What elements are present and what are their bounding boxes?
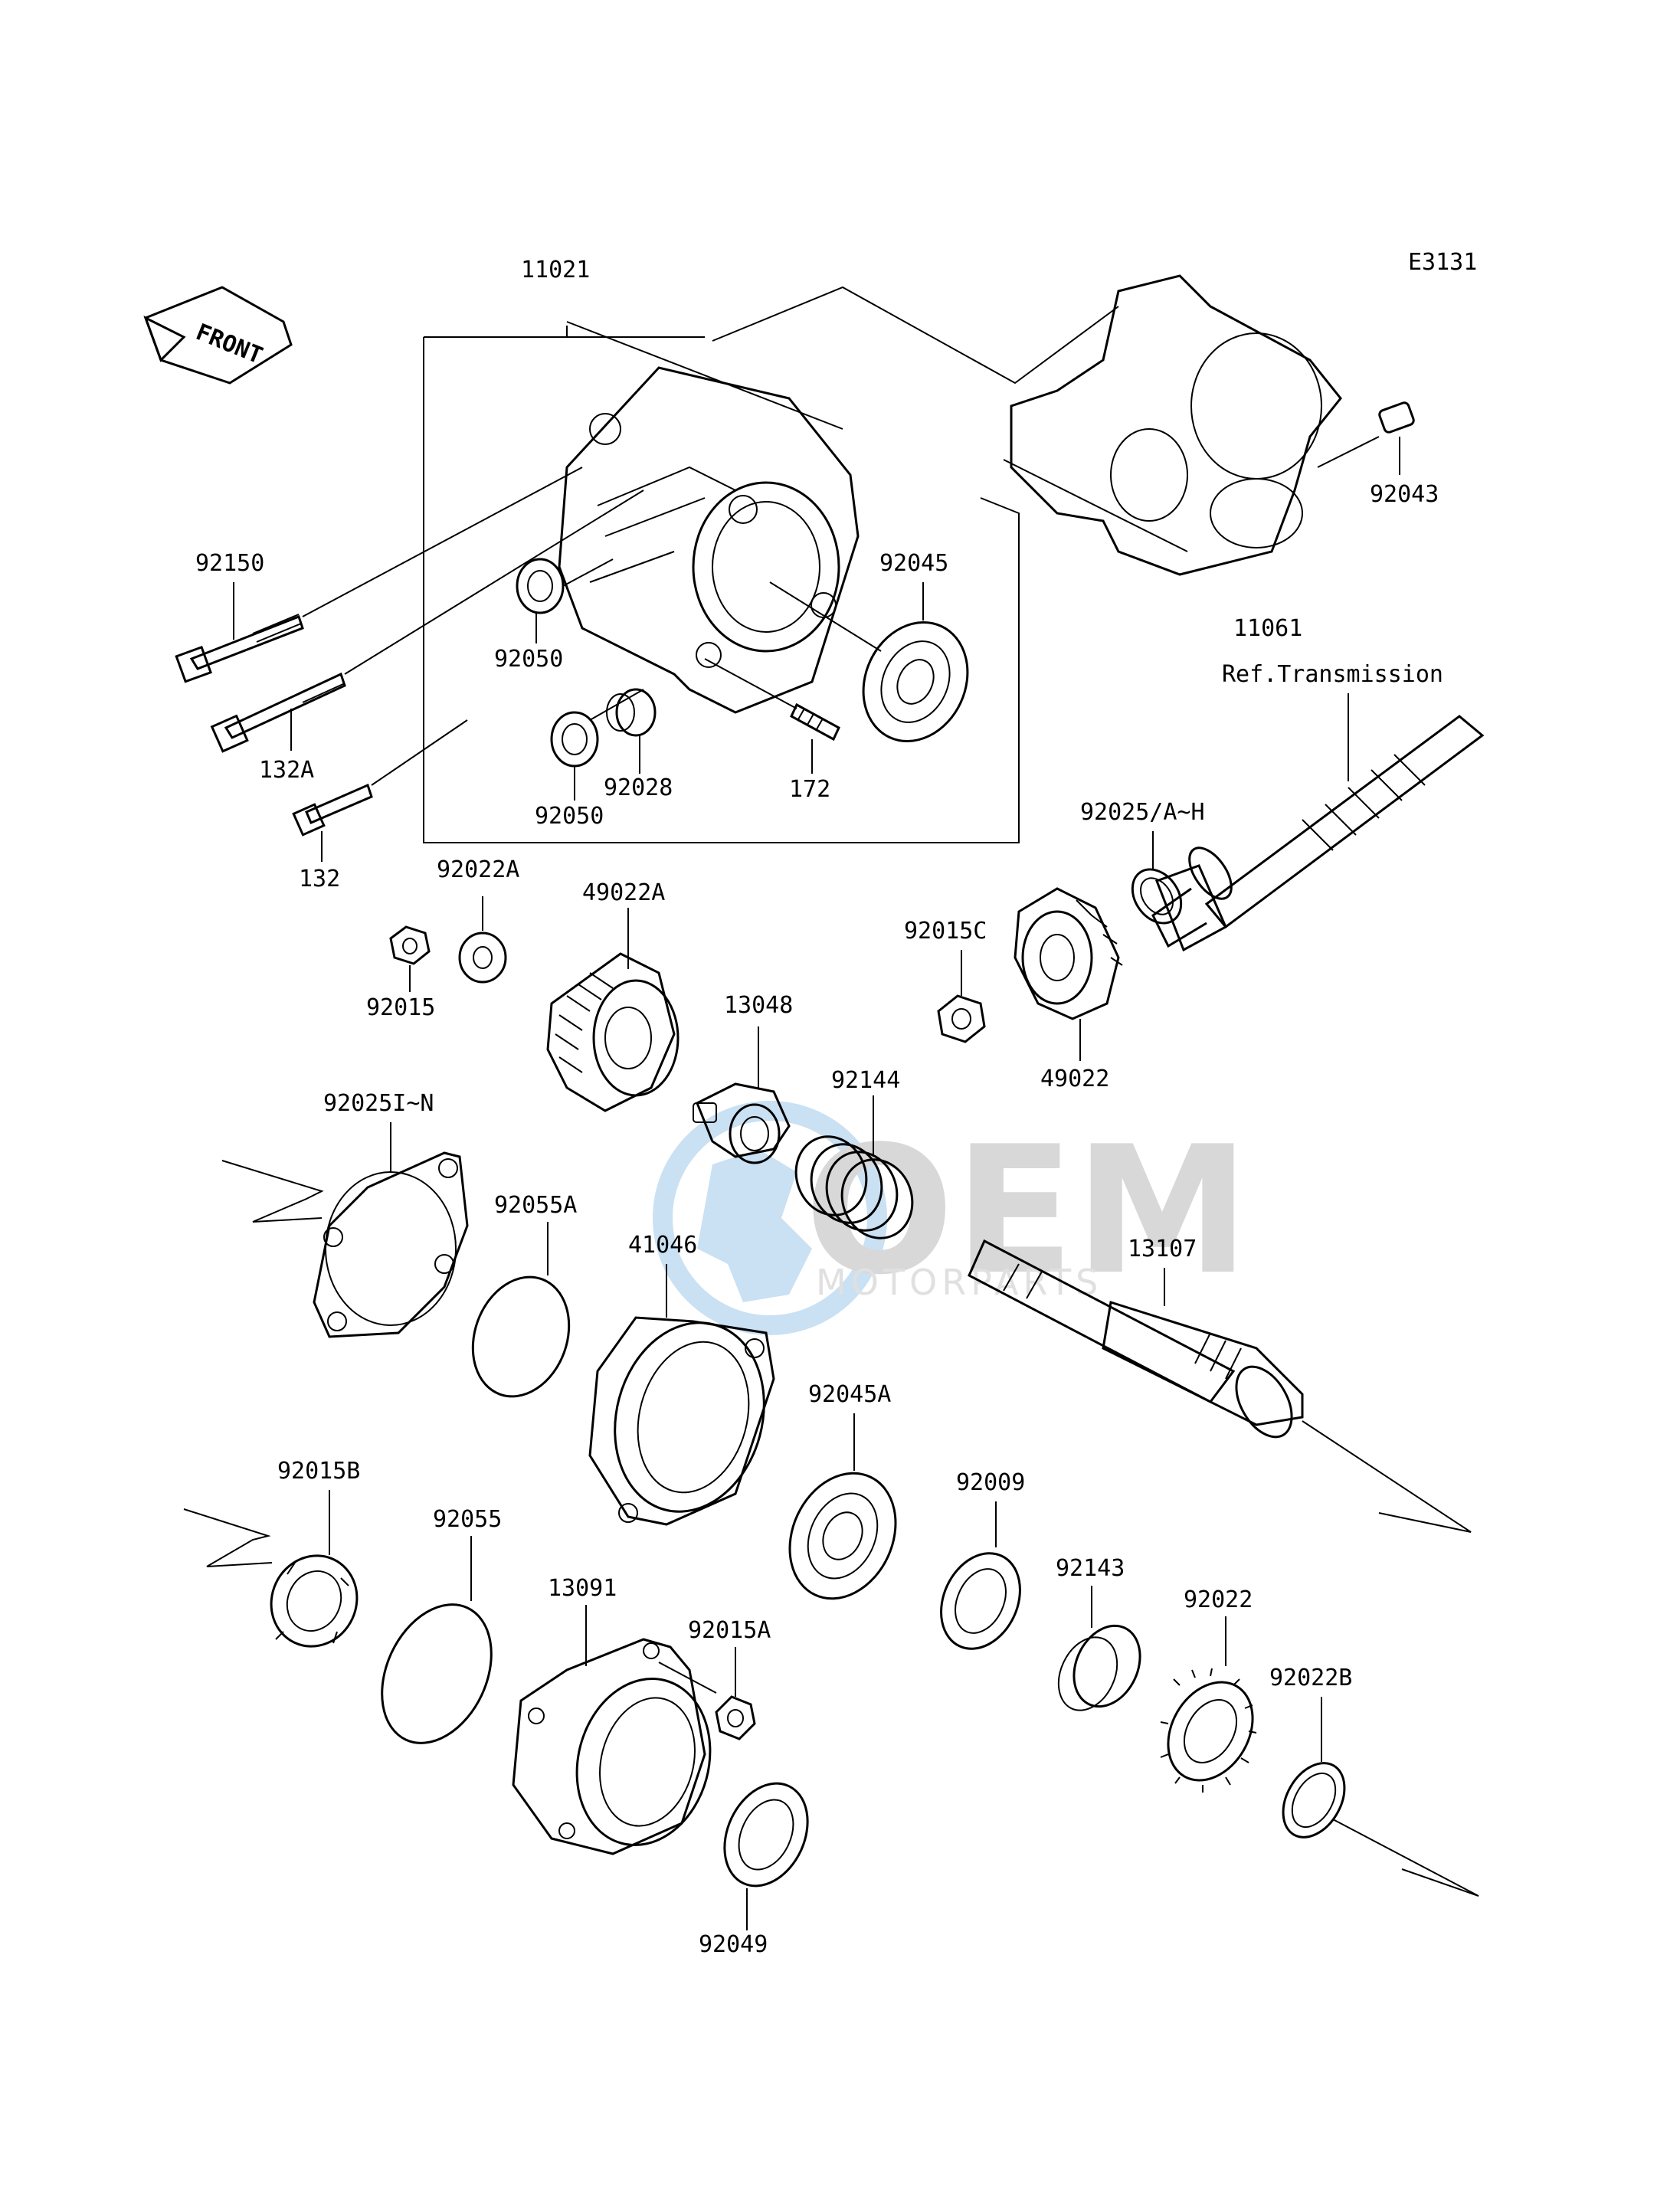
label-92028: 92028 <box>604 774 673 801</box>
bolt-92150 <box>175 467 583 683</box>
collar-92028 <box>606 688 657 774</box>
nut-92015 <box>389 925 431 992</box>
label-132a: 132A <box>259 757 314 784</box>
label-92022a: 92022A <box>437 856 519 883</box>
label-92045a: 92045A <box>808 1381 891 1408</box>
label-13091: 13091 <box>548 1575 617 1602</box>
bolt-132 <box>292 719 468 862</box>
watermark-sub: MOTORPARTS <box>816 1262 1102 1303</box>
bolt-132a <box>210 489 644 753</box>
label-92049: 92049 <box>699 1931 768 1958</box>
coupling-13048 <box>693 1026 791 1164</box>
washer-92022a <box>458 896 507 984</box>
oil-seal-92050-upper <box>516 558 614 643</box>
label-11021: 11021 <box>521 257 590 283</box>
transmission-shaft-ref <box>1151 693 1485 952</box>
diagram-code: E3131 <box>1408 249 1477 276</box>
label-92144: 92144 <box>831 1067 900 1094</box>
bevel-gear-49022 <box>1014 887 1123 1061</box>
label-92022b: 92022B <box>1269 1665 1352 1691</box>
o-ring-92055a <box>471 1222 571 1398</box>
shaft-13107 <box>968 1239 1472 1533</box>
spring-92144 <box>794 1095 914 1239</box>
label-11061: 11061 <box>1233 615 1302 642</box>
nut-92015a <box>715 1647 756 1740</box>
watermark-continents <box>697 1149 812 1302</box>
label-13048: 13048 <box>724 992 793 1019</box>
front-arrow: FRONT <box>143 286 293 385</box>
label-49022: 49022 <box>1040 1066 1109 1092</box>
label-92009: 92009 <box>956 1469 1025 1496</box>
label-92055a: 92055A <box>494 1192 577 1219</box>
lock-nut-92015b <box>183 1490 359 1648</box>
lock-washer-92022 <box>1160 1616 1257 1793</box>
bearing-92045a <box>788 1413 897 1600</box>
label-49022a: 49022A <box>582 879 665 906</box>
gear-case-housing <box>558 321 860 714</box>
front-arrow-label: FRONT <box>192 319 267 369</box>
nut-92015c <box>937 950 986 1043</box>
oil-seal-92049 <box>723 1782 809 1930</box>
bevel-gear-49022a <box>546 908 680 1112</box>
gasket-11061 <box>712 274 1342 576</box>
label-92150: 92150 <box>195 550 264 577</box>
label-ref-transmission: Ref.Transmission <box>1222 661 1443 688</box>
housing-13091 <box>512 1605 717 1855</box>
label-92050-upper: 92050 <box>494 646 563 673</box>
label-92015a: 92015A <box>688 1617 771 1644</box>
label-92055: 92055 <box>433 1506 502 1533</box>
label-92015: 92015 <box>366 994 435 1021</box>
dowel-pin-92043 <box>1317 401 1415 475</box>
watermark-brand: OEM <box>804 1109 1250 1314</box>
label-172: 172 <box>789 776 830 803</box>
shim-92025-a-h <box>1131 831 1183 925</box>
label-92043: 92043 <box>1370 481 1439 508</box>
washer-92022b <box>1282 1697 1479 1897</box>
part-labels: 11021 11061 92043 92150 92045 92050 132A… <box>195 257 1443 1958</box>
label-92022: 92022 <box>1184 1586 1253 1613</box>
bearing-92045 <box>769 581 969 743</box>
label-92045: 92045 <box>879 550 948 577</box>
label-13107: 13107 <box>1128 1236 1197 1262</box>
label-92143: 92143 <box>1056 1555 1125 1582</box>
label-41046: 41046 <box>628 1232 697 1259</box>
gasket-92025-i-n <box>221 1122 469 1338</box>
stud-172 <box>704 658 840 774</box>
watermark: OEM MOTORPARTS <box>653 1101 1250 1335</box>
label-92025-a-h: 92025/A~H <box>1080 799 1205 826</box>
bearing-housing-41046 <box>588 1264 775 1526</box>
collar-92143 <box>1057 1586 1141 1711</box>
o-ring-92055 <box>381 1536 493 1744</box>
label-92025-i-n: 92025I~N <box>323 1090 434 1117</box>
label-92015c: 92015C <box>904 918 987 945</box>
label-132: 132 <box>299 866 340 892</box>
assembly-bracket-11021 <box>423 326 1020 843</box>
label-92015b: 92015B <box>277 1458 360 1485</box>
label-92050-lower: 92050 <box>535 803 604 830</box>
oil-seal-92009 <box>940 1501 1021 1650</box>
